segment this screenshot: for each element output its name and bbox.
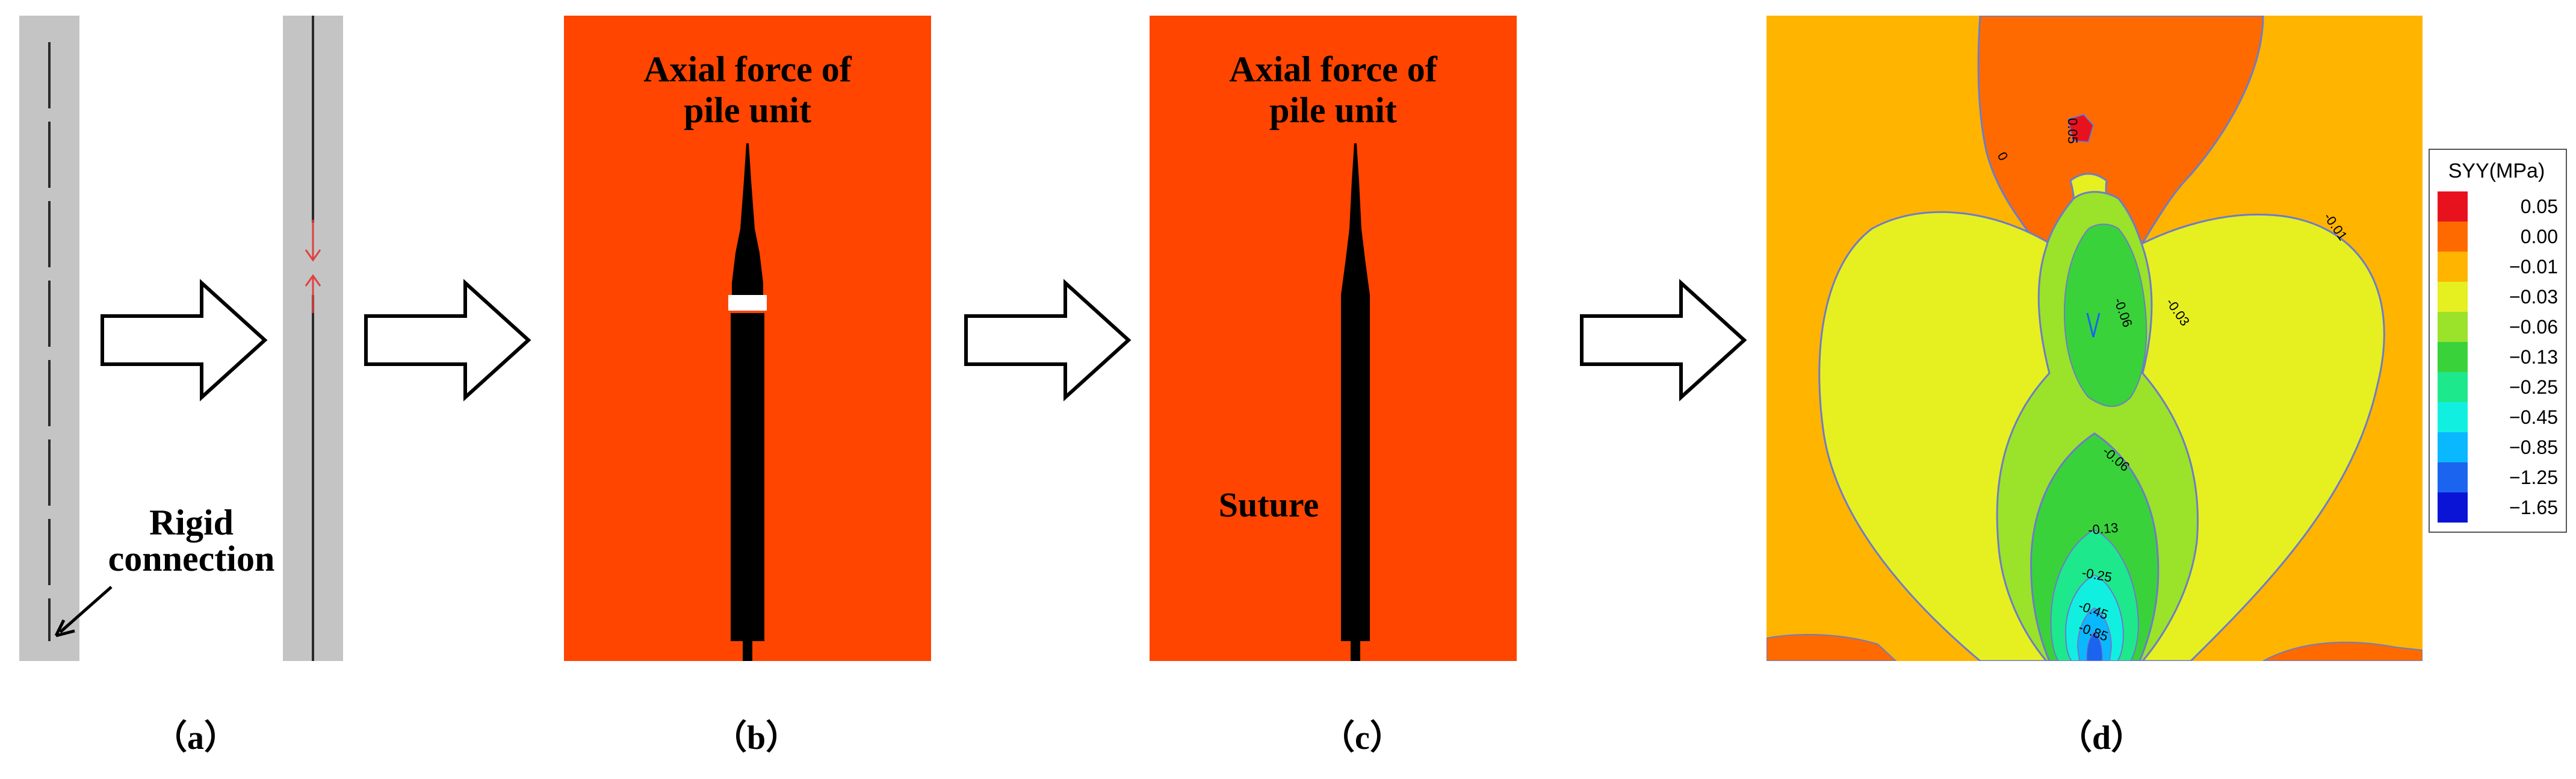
legend-swatch [2438, 222, 2468, 252]
rigid-label: Rigid [149, 503, 234, 542]
legend-swatch [2438, 252, 2468, 282]
contour-band-005 [2067, 113, 2095, 143]
legend-entry-label: −0.13 [2509, 346, 2558, 368]
panel-b-title-2: pile unit [684, 90, 811, 130]
pointer-head [54, 619, 75, 638]
legend-entry-label: 0.05 [2521, 196, 2558, 217]
panel-c-title-1: Axial force of [1229, 49, 1437, 89]
legend-entry-label: −0.85 [2509, 436, 2558, 458]
legend-swatch [2438, 372, 2468, 402]
stress-legend: SYY(MPa) 0.05 0.00 −0.01 −0.03 −0.06 −0.13 −0.… [2429, 149, 2567, 533]
legend-swatch [2438, 282, 2468, 312]
legend-entry-label: −0.45 [2509, 406, 2558, 428]
red-arrow-down-head [305, 249, 321, 262]
panel-b: Axial force of pile unit [564, 16, 931, 661]
panel-label-d: （d） [2058, 719, 2145, 757]
panel-c-title-2: pile unit [1269, 90, 1397, 130]
stress-contour-plot [1766, 16, 2423, 661]
legend-entries: 0.05 0.00 −0.01 −0.03 −0.06 −0.13 −0.25 −0.45 −0… [2438, 191, 2558, 523]
contour-label-005: 0.05 [2065, 118, 2080, 144]
panel-d: 0 0.05 -0.01 -0.03 -0.06 -0.06 -0.13 -0.… [1766, 16, 2567, 661]
connection-label: connection [108, 539, 275, 579]
panel-label-a: （a） [153, 719, 238, 757]
legend-entry-label: −0.01 [2509, 256, 2558, 278]
pile-axial-tip-b [743, 641, 752, 661]
legend-entry-label: −1.65 [2509, 497, 2558, 518]
contour-band-000-br [2262, 641, 2423, 661]
contour-band-m013-upper [2063, 223, 2147, 407]
legend-entry-label: −0.25 [2509, 376, 2558, 398]
pile-axial-lower-b [731, 313, 764, 641]
pile-axial-tip-c [1351, 641, 1360, 661]
panel-b-title-1: Axial force of [643, 49, 852, 89]
rigid-connection-pointer [59, 586, 113, 633]
pile-axial-gap-white [728, 295, 767, 311]
flow-arrow-2 [364, 279, 531, 402]
pile-axial-upper-b [732, 143, 763, 283]
panel-a: Rigid connection [19, 16, 343, 661]
legend-swatch [2438, 191, 2468, 222]
flow-arrow-1 [101, 279, 268, 402]
suture-label: Suture [1219, 485, 1319, 524]
contour-band-000-bl [1766, 634, 1897, 661]
flow-arrow-3 [964, 279, 1132, 402]
contour-spot-m006 [2086, 312, 2101, 338]
legend-entry-label: −0.06 [2509, 316, 2558, 338]
legend-entry-label: −0.03 [2509, 286, 2558, 308]
legend-swatch [2438, 462, 2468, 492]
pile-axial-c [1341, 143, 1370, 641]
panel-c: Axial force of pile unit Suture [1150, 16, 1517, 661]
legend-entry-label: −1.25 [2509, 467, 2558, 488]
legend-swatch [2438, 312, 2468, 342]
contour-band-m125 [2086, 632, 2103, 661]
red-arrow-up-head [305, 274, 321, 287]
legend-title: SYY(MPa) [2448, 160, 2545, 182]
legend-swatch [2438, 342, 2468, 372]
contour-label-m013: -0.13 [2087, 520, 2119, 538]
legend-entry-label: 0.00 [2521, 226, 2558, 247]
axial-force-field-c [1150, 16, 1517, 661]
flow-arrow-4 [1580, 279, 1747, 402]
panel-label-c: （c） [1321, 719, 1404, 757]
legend-swatch [2438, 402, 2468, 432]
legend-swatch [2438, 492, 2468, 523]
panel-label-b: （b） [713, 719, 800, 757]
legend-swatch [2438, 432, 2468, 462]
